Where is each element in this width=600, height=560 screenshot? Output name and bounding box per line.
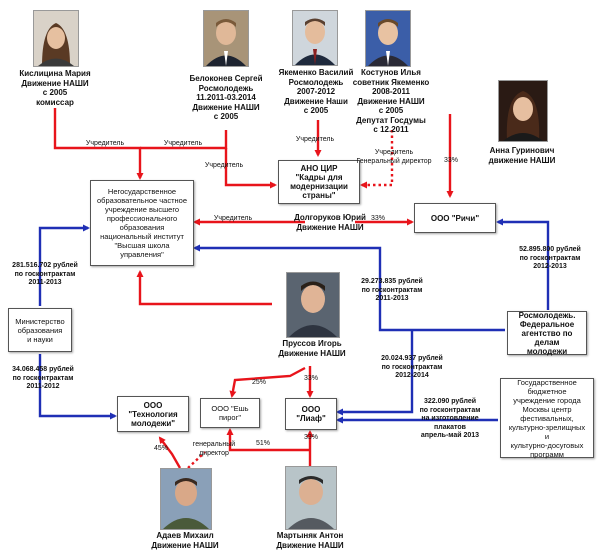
portrait-man-icon	[204, 11, 248, 66]
person-gurinovich: Анна Гуринович движение НАШИ	[488, 146, 556, 165]
portrait-man-icon	[286, 467, 336, 529]
link-rosmol-richi	[496, 218, 550, 310]
portrait-woman-icon	[34, 11, 78, 66]
org-ministry: Министерство образования и науки	[8, 308, 72, 352]
label-money-29: 29.273.835 рублей по госконтрактам 2011-…	[361, 278, 423, 302]
person-kostunov: Костунов Илья советник Якеменко 2008-201…	[352, 68, 430, 134]
portrait-man-icon	[287, 273, 339, 337]
label-founder-4: Учредитель	[295, 136, 335, 143]
link-prussov-yesh	[229, 366, 306, 398]
portrait-woman-icon	[499, 81, 547, 141]
link-belokonev-ano	[224, 148, 277, 189]
label-founder-3: Учредитель	[204, 162, 244, 169]
portrait-man-icon	[293, 11, 337, 65]
org-tech-molodezhi: ООО "Технология молодежи"	[117, 396, 189, 432]
label-share-dolgorukov: 33%	[370, 215, 385, 222]
label-founder-gendir: Учредитель Генеральный директор	[356, 149, 432, 165]
label-founder-5: Учредитель	[213, 215, 253, 222]
person-belokonev: Белоконев Сергей Росмолодежь 11.2011-03.…	[189, 74, 263, 121]
org-liaf: ООО "Лиаф"	[285, 398, 337, 430]
portrait-man-icon	[161, 469, 211, 529]
label-money-322: 322.090 рублей по госконтрактам на изгот…	[419, 398, 481, 439]
photo-martynyak	[285, 466, 337, 530]
label-share-51: 51%	[255, 440, 270, 447]
link-kostunov-ano	[360, 130, 394, 189]
label-share-anna: 33%	[443, 157, 458, 164]
link-ministry-tech	[38, 354, 117, 420]
person-martynyak: Мартыняк Антон Движение НАШИ	[276, 531, 344, 550]
link-kislitsina-school	[53, 108, 144, 180]
label-share-33-martynyak: 33%	[303, 434, 318, 441]
photo-prussov	[286, 272, 340, 338]
person-prussov: Пруссов Игорь Движение НАШИ	[278, 339, 346, 358]
label-share-45: 45%	[153, 445, 168, 452]
link-rosmol-liaf	[336, 330, 414, 416]
label-money-52: 52.895.800 рублей по госконтрактам 2012-…	[519, 246, 581, 270]
label-share-25: 25%	[251, 379, 266, 386]
label-general-director: генеральный директор	[192, 441, 236, 457]
photo-gurinovich	[498, 80, 548, 142]
org-richi: ООО "Ричи"	[414, 203, 496, 233]
label-founder-2: Учредитель	[163, 140, 203, 147]
person-dolgorukov: Долгоруков Юрий Движение НАШИ	[294, 213, 366, 232]
org-rosmolodezh: Росмолодежь. Федеральное агентство по де…	[507, 311, 587, 356]
org-gbu-moscow: Государственное бюджетное учреждение гор…	[500, 378, 594, 459]
link-prussov-school	[136, 270, 272, 306]
link-adaev-tech	[158, 436, 182, 469]
person-kislitsina: Кислицина Мария Движение НАШИ с 2005 ком…	[19, 69, 91, 107]
label-money-34: 34.068.458 рублей по госконтрактам 2011-…	[12, 366, 74, 390]
person-adaev: Адаев Михаил Движение НАШИ	[151, 531, 219, 550]
link-rosmol-school	[193, 244, 505, 332]
link-martynyak-yesh	[226, 428, 310, 452]
photo-belokonev	[203, 10, 249, 67]
photo-adaev	[160, 468, 212, 530]
org-ano-tsir: АНО ЦИР "Кадры для модернизации страны"	[278, 160, 360, 204]
photo-kislitsina	[33, 10, 79, 67]
photo-yakemenko	[292, 10, 338, 66]
org-school: Негосударственное образовательное частно…	[90, 180, 194, 266]
portrait-man-icon	[366, 11, 410, 66]
org-yesh-pirog: ООО "Ешь пирог"	[200, 398, 260, 428]
label-money-20: 20.024.937 рублей по госконтрактам 2012-…	[381, 355, 443, 379]
label-founder-1: Учредитель	[85, 140, 125, 147]
link-adaev-gendir	[187, 451, 206, 469]
label-share-33-prussov: 33%	[303, 375, 318, 382]
label-money-281: 281.516.702 рублей по госконтрактам 2011…	[12, 262, 78, 286]
link-ministry-school	[38, 224, 90, 306]
person-yakemenko: Якеменко Василий Росмолодежь 2007-2012 Д…	[278, 68, 354, 115]
photo-kostunov	[365, 10, 411, 67]
